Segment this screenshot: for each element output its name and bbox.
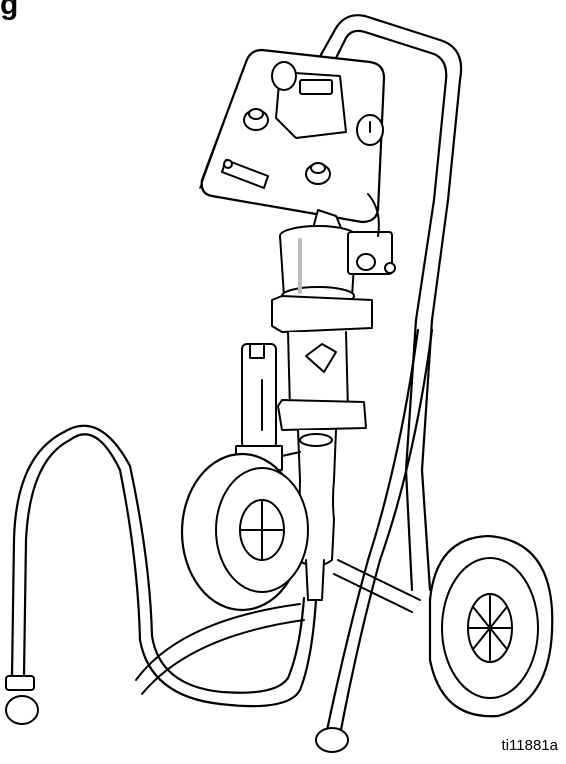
figure-id-label: ti11881a xyxy=(501,737,558,754)
cart-frame xyxy=(315,14,463,753)
fluid-pump xyxy=(271,295,373,601)
control-panel xyxy=(199,48,386,224)
front-wheel xyxy=(428,534,554,718)
rear-wheel xyxy=(180,452,309,612)
suction-hose xyxy=(5,424,318,725)
heading-fragment: g xyxy=(0,0,19,21)
